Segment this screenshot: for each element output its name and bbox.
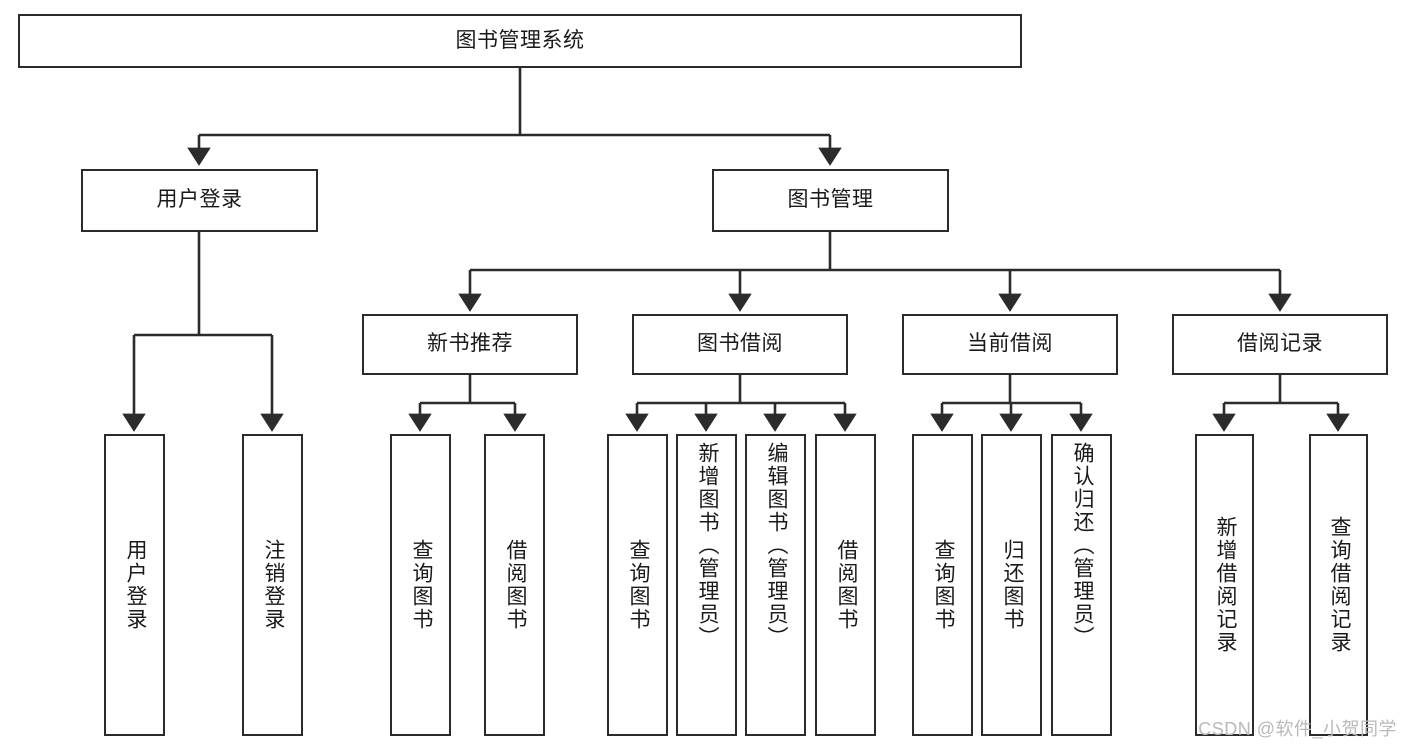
leaf-cb-return-book[interactable]: 归还图书 <box>981 434 1042 736</box>
leaf-bb-add-book-admin[interactable]: 新增图书（管理员） <box>676 434 737 736</box>
node-new-book-recommend[interactable]: 新书推荐 <box>362 314 578 375</box>
node-book-borrow-label: 图书借阅 <box>697 332 783 356</box>
leaf-bb-query-book-label: 查询图书 <box>626 539 650 631</box>
node-current-borrow[interactable]: 当前借阅 <box>902 314 1118 375</box>
node-book-borrow[interactable]: 图书借阅 <box>632 314 848 375</box>
leaf-nb-borrow-book-label: 借阅图书 <box>503 539 527 631</box>
leaf-nb-query-book[interactable]: 查询图书 <box>390 434 451 736</box>
node-root-label: 图书管理系统 <box>455 28 585 52</box>
leaf-logout-label: 注销登录 <box>261 539 285 631</box>
leaf-cb-query-book-label: 查询图书 <box>931 539 955 631</box>
leaf-bb-edit-book-admin[interactable]: 编辑图书（管理员） <box>745 434 806 736</box>
leaf-br-query-record[interactable]: 查询借阅记录 <box>1309 434 1368 736</box>
leaf-cb-query-book[interactable]: 查询图书 <box>912 434 973 736</box>
leaf-br-add-record-label: 新增借阅记录 <box>1213 516 1237 654</box>
leaf-cb-confirm-return-admin-label: 确认归还（管理员） <box>1070 442 1094 649</box>
leaf-bb-borrow-book[interactable]: 借阅图书 <box>815 434 876 736</box>
leaf-user-login-label: 用户登录 <box>123 539 147 631</box>
leaf-nb-query-book-label: 查询图书 <box>409 539 433 631</box>
node-root[interactable]: 图书管理系统 <box>18 14 1022 68</box>
leaf-bb-borrow-book-label: 借阅图书 <box>834 539 858 631</box>
leaf-cb-confirm-return-admin[interactable]: 确认归还（管理员） <box>1051 434 1112 736</box>
node-borrow-record-label: 借阅记录 <box>1237 332 1323 356</box>
leaf-bb-query-book[interactable]: 查询图书 <box>607 434 668 736</box>
leaf-nb-borrow-book[interactable]: 借阅图书 <box>484 434 545 736</box>
node-user-login-label: 用户登录 <box>156 188 243 212</box>
leaf-bb-add-book-admin-label: 新增图书（管理员） <box>695 442 719 649</box>
node-new-book-recommend-label: 新书推荐 <box>427 332 513 356</box>
node-book-management-label: 图书管理 <box>787 188 874 212</box>
node-current-borrow-label: 当前借阅 <box>967 332 1053 356</box>
leaf-bb-edit-book-admin-label: 编辑图书（管理员） <box>764 442 788 649</box>
node-book-management[interactable]: 图书管理 <box>712 169 949 232</box>
leaf-br-add-record[interactable]: 新增借阅记录 <box>1195 434 1254 736</box>
leaf-user-login[interactable]: 用户登录 <box>104 434 165 736</box>
leaf-cb-return-book-label: 归还图书 <box>1000 539 1024 631</box>
node-borrow-record[interactable]: 借阅记录 <box>1172 314 1388 375</box>
leaf-logout[interactable]: 注销登录 <box>242 434 303 736</box>
leaf-br-query-record-label: 查询借阅记录 <box>1327 516 1351 654</box>
node-user-login[interactable]: 用户登录 <box>81 169 318 232</box>
